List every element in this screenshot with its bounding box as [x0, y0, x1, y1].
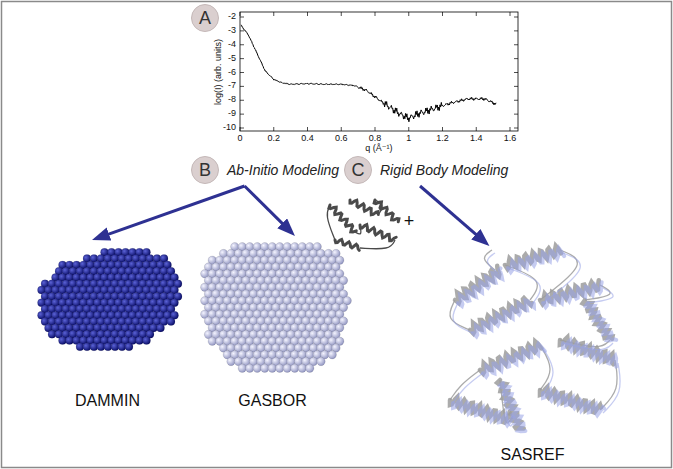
axis-ticks: [240, 12, 518, 131]
flow-arrow: [245, 186, 290, 230]
panel-title: Ab-Initio Modeling: [227, 162, 339, 178]
panel-heading: C Rigid Body Modeling: [344, 156, 513, 184]
axis-tick: -7: [228, 81, 236, 91]
protein-cartoon: [327, 200, 399, 250]
axis-tick: -3: [228, 26, 236, 36]
axis-title: log(I) (arb. units): [214, 39, 224, 105]
model-name: GASBOR: [238, 392, 306, 412]
axis-tick: -2: [228, 12, 236, 22]
axis-tick: 1.2: [436, 134, 449, 144]
axis-tick: 0.4: [301, 134, 314, 144]
panel-heading: B Ab-Initio Modeling: [191, 156, 344, 184]
axis-tick: -4: [228, 40, 236, 50]
axis-title: q (Å⁻¹): [365, 144, 392, 154]
axis-tick: -5: [228, 54, 236, 64]
panel-letter: B: [191, 156, 219, 184]
axis-tick: 1.4: [470, 134, 483, 144]
axis-tick: -6: [228, 68, 236, 78]
axis-tick: 0: [237, 134, 242, 144]
model-result: DAMMIN: [30, 240, 185, 412]
panel-title: Rigid Body Modeling: [380, 162, 508, 178]
axis-tick: -9: [228, 109, 236, 119]
axis-tick: -8: [228, 95, 236, 105]
flow-arrow: [420, 186, 483, 241]
axis-tick: 1: [406, 134, 411, 144]
axis-tick: -10: [223, 123, 236, 133]
bead-model: [201, 243, 352, 373]
axis-tick: 0.8: [369, 134, 382, 144]
model-name: DAMMIN: [75, 392, 140, 412]
axis-tick: 0.6: [335, 134, 348, 144]
model-result: GASBOR: [195, 236, 350, 412]
protein-cartoon: [450, 246, 620, 431]
plus-sign: +: [404, 212, 415, 232]
bead-model: [38, 248, 183, 350]
model-name: SASREF: [500, 446, 564, 466]
panel-letter: A: [191, 4, 219, 32]
flow-arrow: [100, 186, 245, 237]
panel-letter: A: [191, 4, 221, 32]
plot-frame: [240, 12, 518, 131]
model-result: SASREF: [430, 246, 635, 466]
scattering-curve: [241, 25, 496, 122]
panel-letter: C: [344, 156, 372, 184]
axis-tick: 0.2: [267, 134, 280, 144]
axis-tick: 1.6: [504, 134, 517, 144]
